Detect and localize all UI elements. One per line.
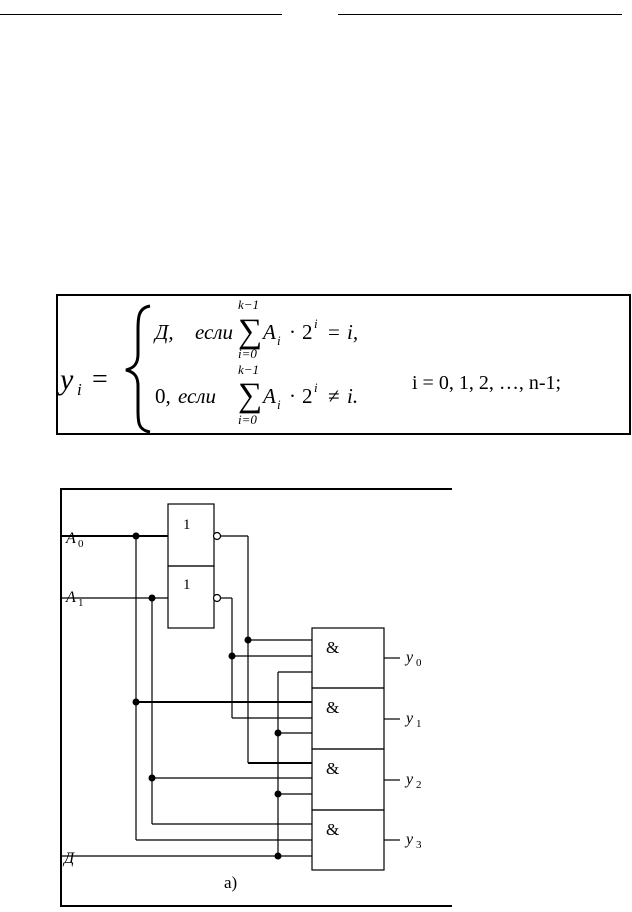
output-y2-label: y <box>404 771 414 788</box>
formula-range: i = 0, 1, 2, …, n-1; <box>412 372 561 394</box>
case1-rhs: i, <box>347 320 358 344</box>
junction-a0-and1 <box>132 698 140 706</box>
and-gate-0 <box>311 627 385 689</box>
and-gate-1-label: & <box>326 698 339 717</box>
and-gate-2-label: & <box>326 759 339 778</box>
not-gate-a1-label: 1 <box>183 577 191 593</box>
header-rule-left <box>0 14 282 15</box>
circuit-caption: а) <box>224 873 237 892</box>
input-a1-sub: 1 <box>78 597 84 609</box>
case1-exp: i <box>314 316 318 331</box>
not-bubble-a1 <box>212 593 222 603</box>
case1-sum-bottom: i=0 <box>238 346 257 361</box>
not-gate-a0 <box>167 503 215 567</box>
formula-brace <box>125 304 151 434</box>
junction-d-bus <box>274 852 282 860</box>
and-gate-0-label: & <box>326 638 339 657</box>
not-gate-a1 <box>167 565 215 629</box>
circuit-svg: 1 1 & & & & A 0 A 1 Д y 0 y 1 y 2 y 3 а) <box>62 503 422 892</box>
case1-cond: если <box>195 320 233 344</box>
junction-d-and1 <box>274 729 282 737</box>
not-bubble-a0 <box>212 531 222 541</box>
case2-rhs: i. <box>347 384 358 408</box>
case2-sum-top: k−1 <box>238 362 259 377</box>
output-y1-label: y <box>404 710 414 727</box>
case2-rel: ≠ <box>328 384 340 408</box>
output-y3-label: y <box>404 831 414 848</box>
case2-term-var: A <box>261 384 276 408</box>
and-gate-2 <box>311 748 385 811</box>
case2-base: 2 <box>302 384 313 408</box>
junction-a1-and2 <box>148 774 156 782</box>
case1-term-var: A <box>261 320 276 344</box>
output-y1-sub: 1 <box>416 718 422 730</box>
case2-exp: i <box>314 380 318 395</box>
and-gate-3-label: & <box>326 820 339 839</box>
case2-value: 0, <box>155 384 171 408</box>
case2-term-sub: i <box>277 397 281 412</box>
case2-cond: если <box>178 384 216 408</box>
junction-d-and2 <box>274 790 282 798</box>
and-gate-1 <box>311 687 385 750</box>
output-y0-label: y <box>404 649 414 666</box>
and-gate-3 <box>311 809 385 871</box>
case2-sum-bottom: i=0 <box>238 412 257 427</box>
input-a0-sub: 0 <box>78 538 84 550</box>
junction-a0 <box>132 532 140 540</box>
case1-rel: = <box>328 320 340 344</box>
formula-svg: y i = Д, если k−1 ∑ i=0 A i · 2 i = i, 0… <box>57 297 561 434</box>
formula-lhs-sub: i <box>77 380 82 399</box>
junction-nota0 <box>244 636 252 644</box>
input-a1-label: A <box>65 589 76 606</box>
case1-base: 2 <box>302 320 313 344</box>
formula-lhs-var: y <box>58 363 74 396</box>
case1-value: Д, <box>153 320 174 344</box>
input-a0-label: A <box>65 530 76 547</box>
input-d-label: Д <box>62 850 75 867</box>
header-rule-right <box>338 14 622 15</box>
case1-dot: · <box>289 320 296 344</box>
formula-box: y i = Д, если k−1 ∑ i=0 A i · 2 i = i, 0… <box>56 294 631 435</box>
case1-term-sub: i <box>277 333 281 348</box>
output-y3-sub: 3 <box>416 839 422 851</box>
case1-sum-top: k−1 <box>238 297 259 312</box>
not-gate-a0-label: 1 <box>183 517 191 533</box>
output-y2-sub: 2 <box>416 779 422 791</box>
case2-dot: · <box>289 384 296 408</box>
case2-sigma: ∑ <box>238 377 262 414</box>
formula-lhs-eq: = <box>92 364 108 395</box>
junction-a1 <box>148 594 156 602</box>
case1-sigma: ∑ <box>238 313 262 350</box>
circuit-box: 1 1 & & & & A 0 A 1 Д y 0 y 1 y 2 y 3 а) <box>60 488 452 907</box>
junction-nota1 <box>228 652 236 660</box>
output-y0-sub: 0 <box>416 657 422 669</box>
